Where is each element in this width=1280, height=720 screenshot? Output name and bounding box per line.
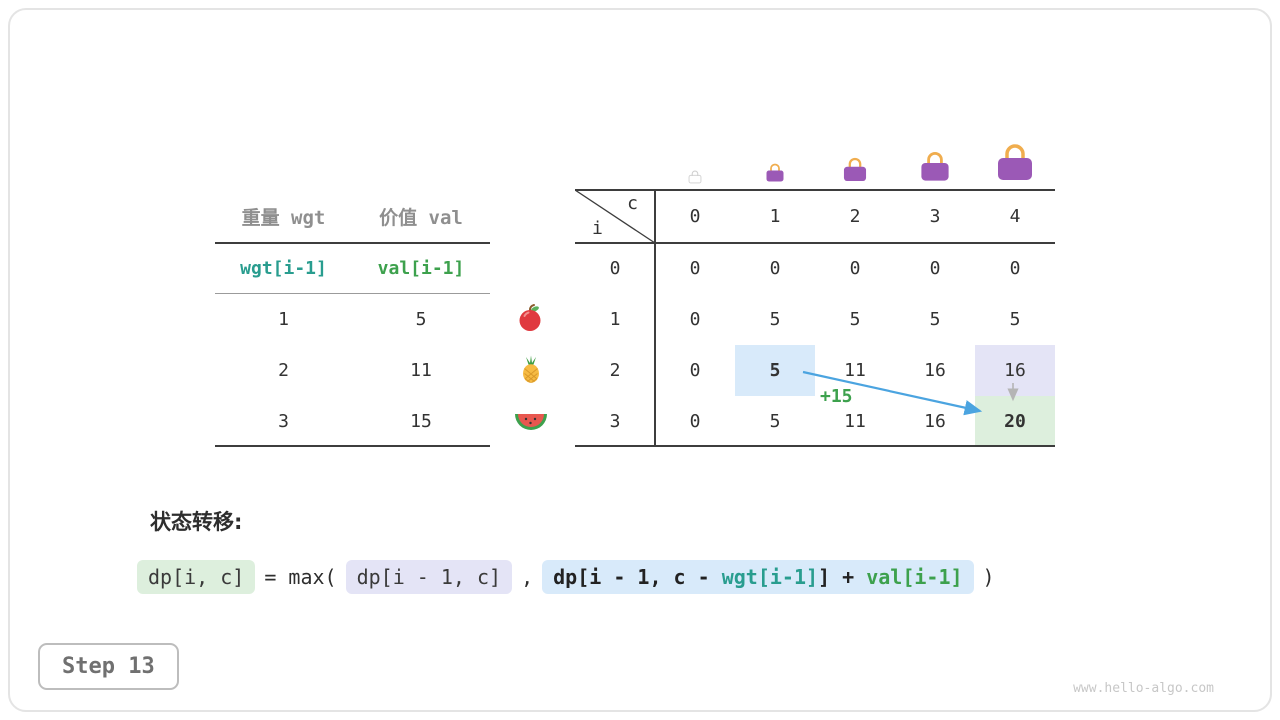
dp-row-label: 3 [609, 411, 621, 432]
state-transition-formula: dp[i, c] = max( dp[i - 1, c] , dp[i - 1,… [137, 560, 995, 594]
formula-arg2-val: val[i-1] [866, 565, 963, 589]
items-weight-symbol: wgt[i-1] [240, 258, 327, 279]
bag-icon-large [919, 151, 951, 183]
dp-cell: 16 [924, 360, 946, 381]
pineapple-icon [516, 354, 546, 384]
dp-cell: 5 [1009, 309, 1021, 330]
dp-vertical-rule [654, 189, 656, 447]
state-transition-heading: 状态转移: [150, 510, 243, 534]
bag-icon-xlarge [995, 143, 1035, 183]
dp-corner-cell: i c [575, 190, 655, 243]
items-symbol-rule [215, 293, 490, 294]
item-weight: 3 [278, 411, 289, 432]
bag-ghost-icon [688, 169, 702, 184]
dp-cell: 0 [689, 360, 701, 381]
dp-col-axis-label: c [627, 193, 638, 214]
formula-arg1: dp[i - 1, c] [345, 560, 513, 594]
dp-cell: 0 [849, 258, 861, 279]
bag-icon-small [765, 163, 785, 183]
formula-comma: , [521, 565, 534, 589]
formula-arg2-prefix: dp[i - 1, c - [553, 565, 722, 589]
item-weight: 2 [278, 360, 289, 381]
dp-cell: 0 [689, 309, 701, 330]
item-weight: 1 [278, 309, 289, 330]
dp-row-axis-label: i [592, 218, 603, 239]
formula-arg2-mid: ] + [818, 565, 867, 589]
formula-arg2: dp[i - 1, c - wgt[i-1]] + val[i-1] [542, 560, 974, 594]
dp-row-label: 1 [609, 309, 621, 330]
watermelon-icon [514, 410, 548, 432]
dp-col-header: 4 [1009, 206, 1021, 227]
items-header-rule [215, 242, 490, 244]
dp-cell-source-highlight: 5 [735, 345, 815, 396]
item-value: 11 [410, 360, 432, 381]
dp-col-header: 0 [689, 206, 701, 227]
step-badge: Step 13 [38, 643, 179, 690]
corner-diagonal [575, 190, 655, 243]
apple-icon [515, 303, 545, 333]
dp-col-header: 1 [769, 206, 781, 227]
dp-cell: 5 [769, 411, 781, 432]
dp-cell: 0 [929, 258, 941, 279]
dp-cell: 0 [769, 258, 781, 279]
dp-header-rule [575, 242, 1055, 244]
dp-cell: 5 [929, 309, 941, 330]
dp-cell: 0 [689, 411, 701, 432]
formula-arg2-wgt: wgt[i-1] [721, 565, 819, 589]
dp-cell: 11 [844, 411, 866, 432]
bag-icon-medium [842, 157, 868, 183]
dp-cell: 0 [1009, 258, 1021, 279]
dp-col-header: 2 [849, 206, 861, 227]
items-table: 重量 wgt 价值 val wgt[i-1] val[i-1] 1 5 2 11… [215, 190, 490, 447]
dp-cell: 5 [849, 309, 861, 330]
dp-table: i c 0 1 2 3 4 0 0 0 0 0 0 1 0 5 5 5 5 2 … [575, 190, 1055, 447]
plus-value-annotation: +15 [820, 386, 853, 407]
items-value-symbol: val[i-1] [377, 258, 465, 279]
items-bottom-rule [215, 445, 490, 447]
item-value: 5 [415, 309, 427, 330]
formula-lhs: dp[i, c] [137, 560, 256, 594]
dp-cell: 0 [689, 258, 701, 279]
item-value: 15 [410, 411, 432, 432]
dp-cell: 5 [769, 309, 781, 330]
dp-top-rule [575, 189, 1055, 191]
formula-close-paren: ) [982, 565, 995, 589]
dp-row-label: 0 [609, 258, 621, 279]
items-col-value-header: 价值 val [379, 207, 463, 229]
dp-bottom-rule [575, 445, 1055, 447]
dp-col-header: 3 [929, 206, 941, 227]
dp-cell-result-highlight: 20 [975, 396, 1055, 447]
dp-row-label: 2 [609, 360, 621, 381]
formula-equals-max: = max( [264, 565, 337, 589]
watermark: www.hello-algo.com [1073, 681, 1214, 696]
items-col-weight-header: 重量 wgt [241, 207, 326, 229]
page-border [8, 8, 1272, 712]
dp-cell-prev-highlight: 16 [975, 345, 1055, 396]
dp-cell: 16 [924, 411, 946, 432]
